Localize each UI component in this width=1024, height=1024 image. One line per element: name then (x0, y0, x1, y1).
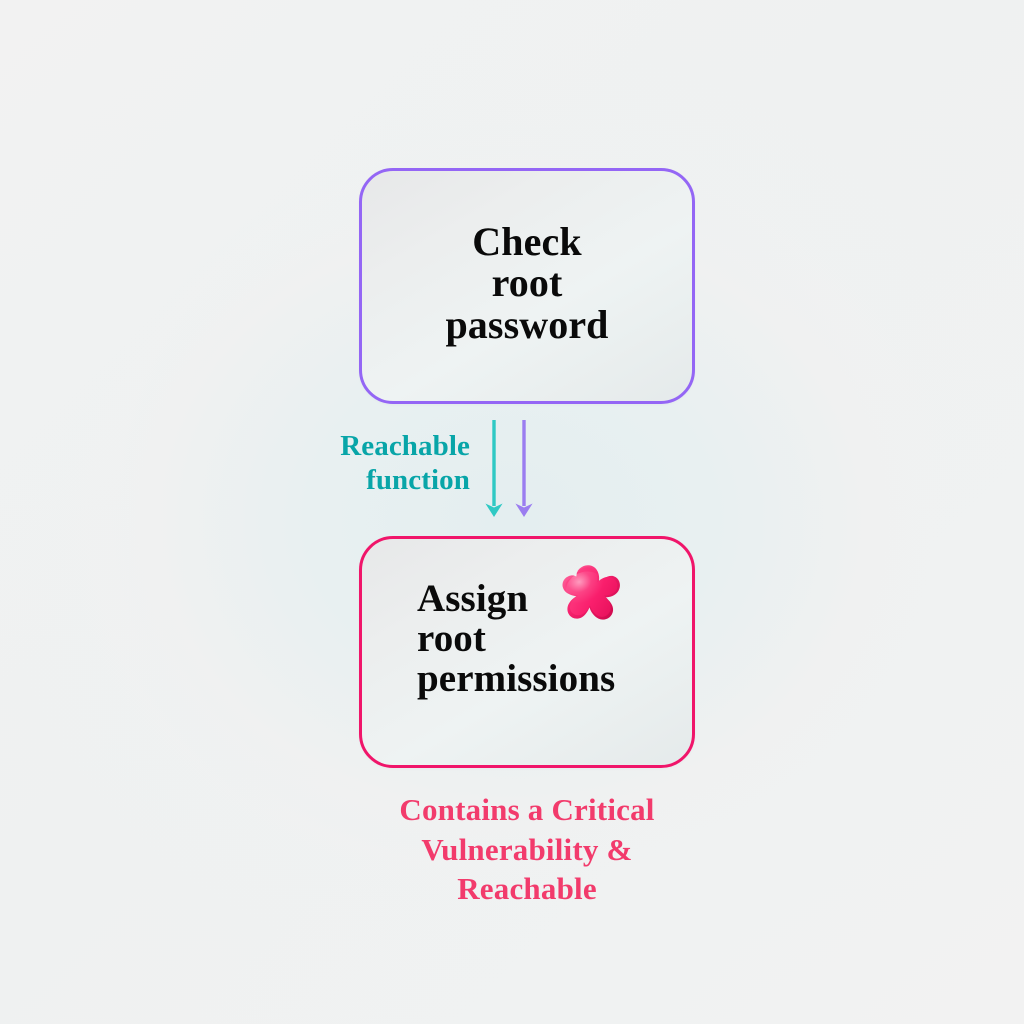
caption-line-3: Reachable (457, 871, 597, 907)
node-check-label-line-1: Check (472, 219, 582, 265)
node-assign-label-line-3: permissions (417, 656, 616, 700)
node-assign-label-line-1: Assign (417, 577, 529, 620)
node-assign-root-permissions-label: Assign root permissions (417, 579, 615, 698)
node-check-root-password-label: Check root password (445, 221, 608, 351)
node-check-root-password[interactable]: Check root password (359, 168, 695, 404)
edge-label-line-1: Reachable (340, 430, 470, 462)
node-assign-inner: Assign root permissions (362, 539, 692, 765)
caption-line-1: Contains a Critical (399, 792, 655, 827)
edge-label-line-2: function (366, 463, 470, 496)
edge-label-reachable-function: Reachable function (238, 430, 470, 497)
caption-line-2: Vulnerability & (421, 831, 633, 867)
node-assign-label-line-2: root (417, 616, 486, 660)
reachable-function-arrow (485, 420, 503, 517)
node-check-label-line-3: password (445, 301, 609, 347)
caption-critical-vulnerability: Contains a Critical Vulnerability & Reac… (312, 790, 742, 909)
call-flow-arrow (515, 420, 533, 517)
node-check-label-line-2: root (491, 260, 563, 306)
node-assign-root-permissions[interactable]: Assign root permissions (359, 536, 695, 768)
edge-arrows (478, 418, 548, 522)
